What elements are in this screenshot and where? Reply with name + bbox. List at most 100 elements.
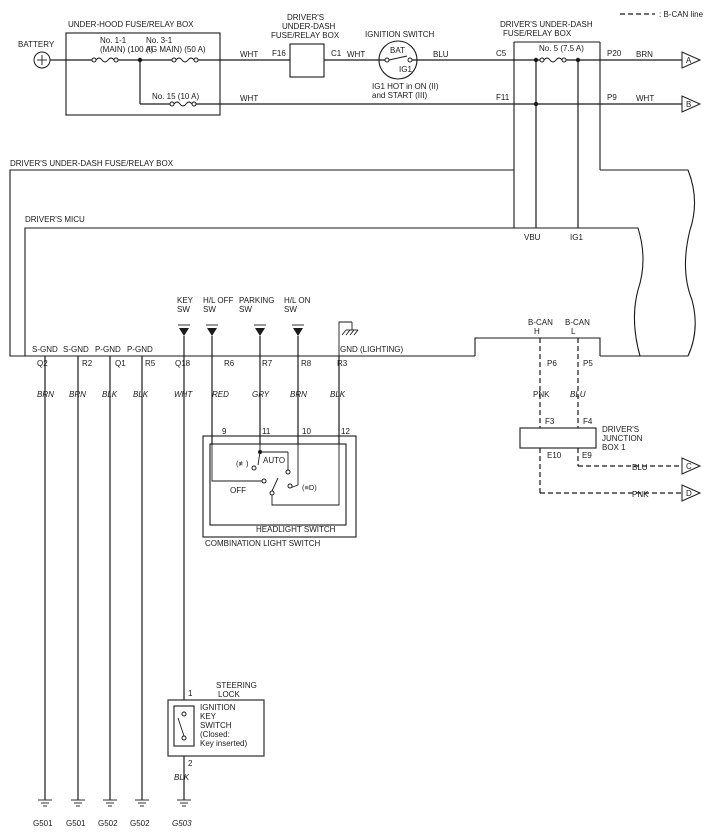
- steering-wire-blk: BLK: [174, 773, 190, 782]
- fuse-5-label: No. 5 (7.5 A): [539, 44, 584, 53]
- switch-auto-label: AUTO: [263, 456, 285, 465]
- switch-park-symbol: (≢): [236, 459, 249, 468]
- connector-c-arrow: [681, 457, 702, 475]
- steering-lock-title-1: STEERING: [216, 681, 257, 690]
- parking-sw-arrow-icon: [255, 328, 265, 336]
- micu-pin-vbu: VBU: [524, 233, 541, 242]
- connector-d-arrow: [681, 484, 702, 502]
- bcan-legend-label: : B-CAN line: [659, 10, 704, 19]
- connector-d-label: D: [686, 489, 692, 498]
- fuse-ig-terminal-b: [193, 57, 199, 63]
- pin-f11: F11: [496, 93, 510, 102]
- bcan-l-label-2: L: [571, 327, 576, 336]
- dash-box-outline-left: [9, 169, 514, 357]
- steering-desc-4: (Closed:: [200, 730, 230, 739]
- dash-box2-label-2: FUSE/RELAY BOX: [503, 29, 572, 38]
- connector-c-label: C: [686, 462, 692, 471]
- wire-label-blu-c: BLU: [632, 463, 648, 472]
- pin-p9: P9: [607, 93, 617, 102]
- hlon-sw-label-2: SW: [284, 305, 297, 314]
- micu-internal-ground-icon: [341, 322, 359, 336]
- switch-contact-park: [251, 465, 257, 471]
- pin-c1: C1: [331, 49, 342, 58]
- switch-pin-12: 12: [341, 427, 350, 436]
- ground-icon-4: [135, 799, 149, 807]
- wire-color-9: BLK: [330, 390, 346, 399]
- dash-box2-label-1: DRIVER'S UNDER-DASH: [500, 20, 593, 29]
- key-switch-blade: [177, 717, 185, 737]
- wire-color-7: GRY: [252, 390, 270, 399]
- bcan-h-label-1: B-CAN: [528, 318, 553, 327]
- fuse-15-icon: [173, 101, 193, 107]
- ground-icon-3: [103, 799, 117, 807]
- hloff-sw-label-1: H/L OFF: [203, 296, 233, 305]
- key-sw-label-2: SW: [177, 305, 190, 314]
- switch-contact-off: [261, 478, 267, 484]
- switch-internal-common: [271, 444, 340, 506]
- pin-r3: R3: [337, 359, 348, 368]
- wire-label-wht-2: WHT: [240, 94, 258, 103]
- pin-q18: Q18: [175, 359, 191, 368]
- combination-light-switch-box: [202, 435, 357, 538]
- ground-label-2: G501: [66, 819, 86, 828]
- fuse-5-icon: [543, 57, 563, 63]
- connector-a-label: A: [686, 56, 692, 65]
- dash-box-outline-right: [600, 169, 696, 357]
- key-sw-arrow-icon: [179, 328, 189, 336]
- steering-desc-1: IGNITION: [200, 703, 236, 712]
- wire-label-pnk-d: PNK: [632, 490, 649, 499]
- steering-desc-2: KEY: [200, 712, 217, 721]
- ign-contact-b: [407, 57, 413, 63]
- switch-head-symbol: (≡D): [302, 483, 317, 492]
- wire-color-8: BRN: [290, 390, 307, 399]
- key-sw-label-1: KEY: [177, 296, 194, 305]
- steering-desc-3: SWITCH: [200, 721, 232, 730]
- ign-ig1-label: IG1: [399, 65, 412, 74]
- pin-f3: F3: [545, 417, 555, 426]
- steering-desc-5: Key inserted): [200, 739, 247, 748]
- pin-e9: E9: [582, 451, 592, 460]
- wire-color-2: BRN: [69, 390, 86, 399]
- switch-pin-9: 9: [222, 427, 227, 436]
- pin-sgnd-1: S-GND: [32, 345, 58, 354]
- micu-label: DRIVER'S MICU: [25, 215, 85, 224]
- key-switch-contact-b: [181, 735, 187, 741]
- switch-pin-11: 11: [262, 427, 271, 436]
- pin-c5: C5: [496, 49, 507, 58]
- ground-icon-5: [177, 799, 191, 807]
- wire-label-wht-3: WHT: [347, 50, 365, 59]
- switch-internal-park: [257, 444, 261, 466]
- wire-color-1: BRN: [37, 390, 54, 399]
- switch-contact-auto: [285, 469, 291, 475]
- battery-label: BATTERY: [18, 40, 55, 49]
- ground-label-4: G502: [130, 819, 150, 828]
- ign-contact-a: [384, 57, 390, 63]
- dash-box-label-2: UNDER-DASH: [282, 22, 336, 31]
- micu-internal-gnd-wire: [338, 321, 352, 356]
- junction-title-1: DRIVER'S: [602, 425, 639, 434]
- ign-switch-blade: [388, 55, 408, 61]
- hloff-sw-label-2: SW: [203, 305, 216, 314]
- parking-sw-label-2: SW: [239, 305, 252, 314]
- wire-color-4: BLK: [133, 390, 149, 399]
- headlight-switch-box: [209, 443, 347, 526]
- pin-f4: F4: [583, 417, 593, 426]
- pin-pgnd-1: P-GND: [95, 345, 121, 354]
- switch-rotary-blade: [271, 477, 279, 492]
- pin-p20: P20: [607, 49, 622, 58]
- fuse-main-icon: [95, 57, 115, 63]
- input-arrow-icons: [178, 324, 304, 336]
- steering-lock-box: [167, 699, 265, 757]
- pin-sgnd-2: S-GND: [63, 345, 89, 354]
- steering-pin-1: 1: [188, 689, 193, 698]
- dash-fuse-box-small: [289, 43, 325, 78]
- parking-sw-label-1: PARKING: [239, 296, 274, 305]
- hlon-sw-label-1: H/L ON: [284, 296, 311, 305]
- fuse-5-terminal-a: [539, 57, 545, 63]
- connector-b-label: B: [686, 100, 691, 109]
- fuse-15-label: No. 15 (10 A): [152, 92, 199, 101]
- bcan-notch: [474, 337, 601, 356]
- pin-r7: R7: [262, 359, 273, 368]
- pin-f16: F16: [272, 49, 286, 58]
